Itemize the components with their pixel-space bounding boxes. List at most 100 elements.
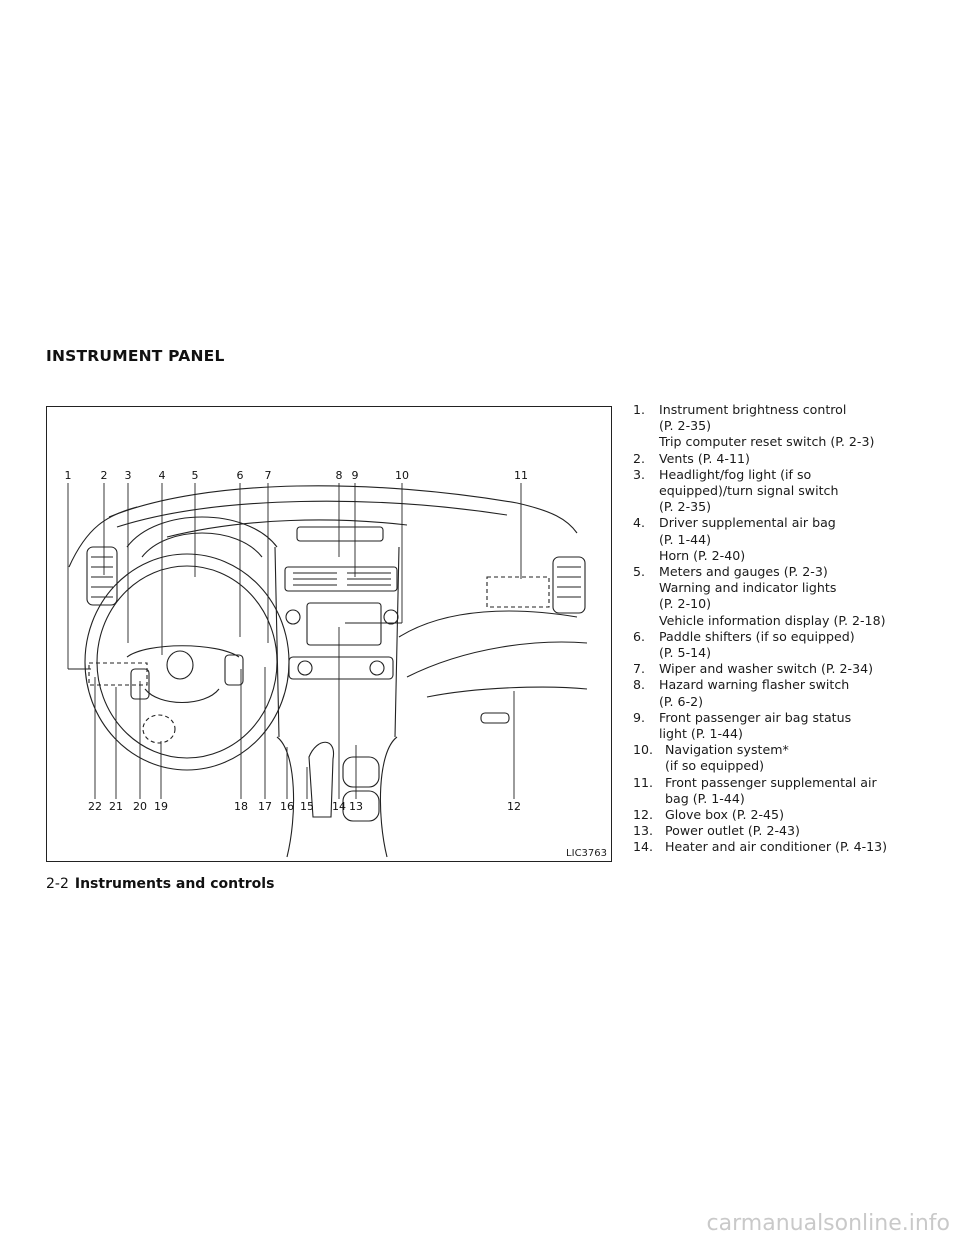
legend-item: 13. Power outlet (P. 2-43)	[633, 823, 933, 839]
legend-item: 7. Wiper and washer switch (P. 2-34)	[633, 661, 933, 677]
instrument-panel-figure: 1 2 3 4 5 6 7 8 9 10 11 22 21 20 19 18 1…	[46, 406, 612, 862]
legend-item-text: Heater and air conditioner (P. 4-13)	[665, 839, 933, 855]
legend-item-line: Front passenger supplemental air	[665, 774, 877, 790]
legend-item: 12. Glove box (P. 2-45)	[633, 807, 933, 823]
legend-list: 1.Instrument brightness control(P. 2-35)…	[633, 402, 933, 856]
legend-item-line: Meters and gauges (P. 2-3)	[659, 564, 828, 580]
instrument-panel-illustration	[67, 483, 588, 858]
legend-item-line: (P. 2-10)	[659, 596, 712, 612]
callout-3: 3	[124, 469, 132, 482]
legend-item-line: Wiper and washer switch (P. 2-34)	[659, 661, 874, 677]
legend-item-number: 2.	[633, 450, 646, 466]
legend-item: 10. Navigation system*(if so equipped)	[633, 742, 933, 774]
legend-item-number: 9.	[633, 709, 646, 725]
callout-9: 9	[351, 469, 359, 482]
legend-item-line: (P. 1-44)	[659, 531, 712, 547]
legend-item-text: Paddle shifters (if so equipped)(P. 5-14…	[659, 629, 933, 661]
legend-item: 5. Meters and gauges (P. 2-3)Warning and …	[633, 564, 933, 629]
chapter-title: Instruments and controls	[74, 876, 275, 892]
legend-item: 4. Driver supplemental air bag(P. 1-44)Ho…	[633, 515, 933, 564]
legend-item-text: Navigation system*(if so equipped)	[665, 742, 933, 774]
callout-2: 2	[100, 469, 108, 482]
callout-21: 21	[109, 800, 123, 813]
legend-item: 8. Hazard warning flasher switch(P. 6-2)	[633, 677, 933, 709]
callout-19: 19	[154, 800, 168, 813]
legend-item-number: 6.	[633, 628, 646, 644]
callout-14: 14	[332, 800, 346, 813]
legend-item-number: 1.	[633, 402, 646, 417]
section-title: INSTRUMENT PANEL	[46, 347, 225, 365]
legend-item-line: Vehicle information display (P. 2-18)	[659, 612, 886, 628]
callout-8: 8	[335, 469, 343, 482]
legend-item-number: 4.	[633, 515, 646, 531]
legend-item-line: Paddle shifters (if so equipped)	[659, 628, 855, 644]
legend-item-line: Trip computer reset switch (P. 2-3)	[659, 434, 875, 450]
legend-item-number: 10.	[633, 742, 654, 758]
legend-item-text: Wiper and washer switch (P. 2-34)	[659, 661, 933, 677]
legend-item: 6. Paddle shifters (if so equipped)(P. 5-…	[633, 629, 933, 661]
legend-item-line: (P. 2-35)	[659, 418, 712, 434]
callout-11: 11	[514, 469, 528, 482]
legend-item-number: 5.	[633, 564, 646, 580]
callout-4: 4	[158, 469, 166, 482]
callout-13: 13	[349, 800, 363, 813]
legend-item-number: 13.	[633, 823, 654, 839]
legend-item-line: Power outlet (P. 2-43)	[665, 823, 800, 839]
legend-item: 1. Instrument brightness control(P. 2-35)…	[633, 402, 933, 451]
callout-15: 15	[300, 800, 314, 813]
legend-item-line: light (P. 1-44)	[659, 726, 743, 742]
legend-item-number: 3.	[633, 466, 646, 482]
legend-item: 14. Heater and air conditioner (P. 4-13)	[633, 839, 933, 855]
legend-item-text: Driver supplemental air bag(P. 1-44)Horn…	[659, 515, 933, 564]
legend-item-line: (if so equipped)	[665, 758, 764, 774]
legend-item-text: Vents (P. 4-11)	[659, 451, 933, 467]
callout-17: 17	[258, 800, 272, 813]
legend-item-line: Instrument brightness control	[659, 402, 847, 417]
legend-item-number: 12.	[633, 807, 654, 823]
callout-10: 10	[395, 469, 409, 482]
watermark: carmanualsonline.info	[706, 1211, 950, 1236]
callout-18: 18	[234, 800, 248, 813]
legend-item-number: 8.	[633, 677, 646, 693]
legend-item-line: (P. 5-14)	[659, 645, 712, 661]
legend-item-line: equipped)/turn signal switch	[659, 483, 839, 499]
legend-item-line: Headlight/fog light (if so	[659, 466, 812, 482]
legend-item-text: Power outlet (P. 2-43)	[665, 823, 933, 839]
legend-item-number: 11.	[633, 774, 654, 790]
legend-item-line: Heater and air conditioner (P. 4-13)	[665, 839, 888, 855]
legend-item-line: Front passenger air bag status	[659, 709, 852, 725]
callout-22: 22	[88, 800, 102, 813]
legend-item-line: bag (P. 1-44)	[665, 790, 745, 806]
legend-item-line: (P. 6-2)	[659, 693, 704, 709]
legend-item-number: 7.	[633, 661, 646, 677]
legend-item-line: Warning and indicator lights	[659, 580, 837, 596]
callout-16: 16	[280, 800, 294, 813]
legend-item-line: (P. 2-35)	[659, 499, 712, 515]
legend-item-text: Glove box (P. 2-45)	[665, 807, 933, 823]
page-number: 2-2	[46, 876, 69, 892]
legend-item-line: Hazard warning flasher switch	[659, 677, 850, 693]
legend-item: 2. Vents (P. 4-11)	[633, 451, 933, 467]
callout-7: 7	[264, 469, 272, 482]
legend-item-number: 14.	[633, 839, 654, 855]
callout-20: 20	[133, 800, 147, 813]
legend-item-text: Meters and gauges (P. 2-3)Warning and in…	[659, 564, 933, 629]
callout-12: 12	[507, 800, 521, 813]
callout-5: 5	[191, 469, 199, 482]
legend-item-line: Horn (P. 2-40)	[659, 547, 746, 563]
legend-item-line: Glove box (P. 2-45)	[665, 807, 784, 823]
legend-item-line: Navigation system*	[665, 742, 789, 758]
legend-item-text: Instrument brightness control(P. 2-35)Tr…	[659, 402, 933, 451]
legend-item-text: Hazard warning flasher switch(P. 6-2)	[659, 677, 933, 709]
page-footer: 2-2 Instruments and controls	[46, 876, 274, 892]
legend-item-line: Driver supplemental air bag	[659, 515, 836, 531]
callout-1: 1	[64, 469, 72, 482]
figure-id: LIC3763	[566, 848, 607, 859]
callout-6: 6	[236, 469, 244, 482]
